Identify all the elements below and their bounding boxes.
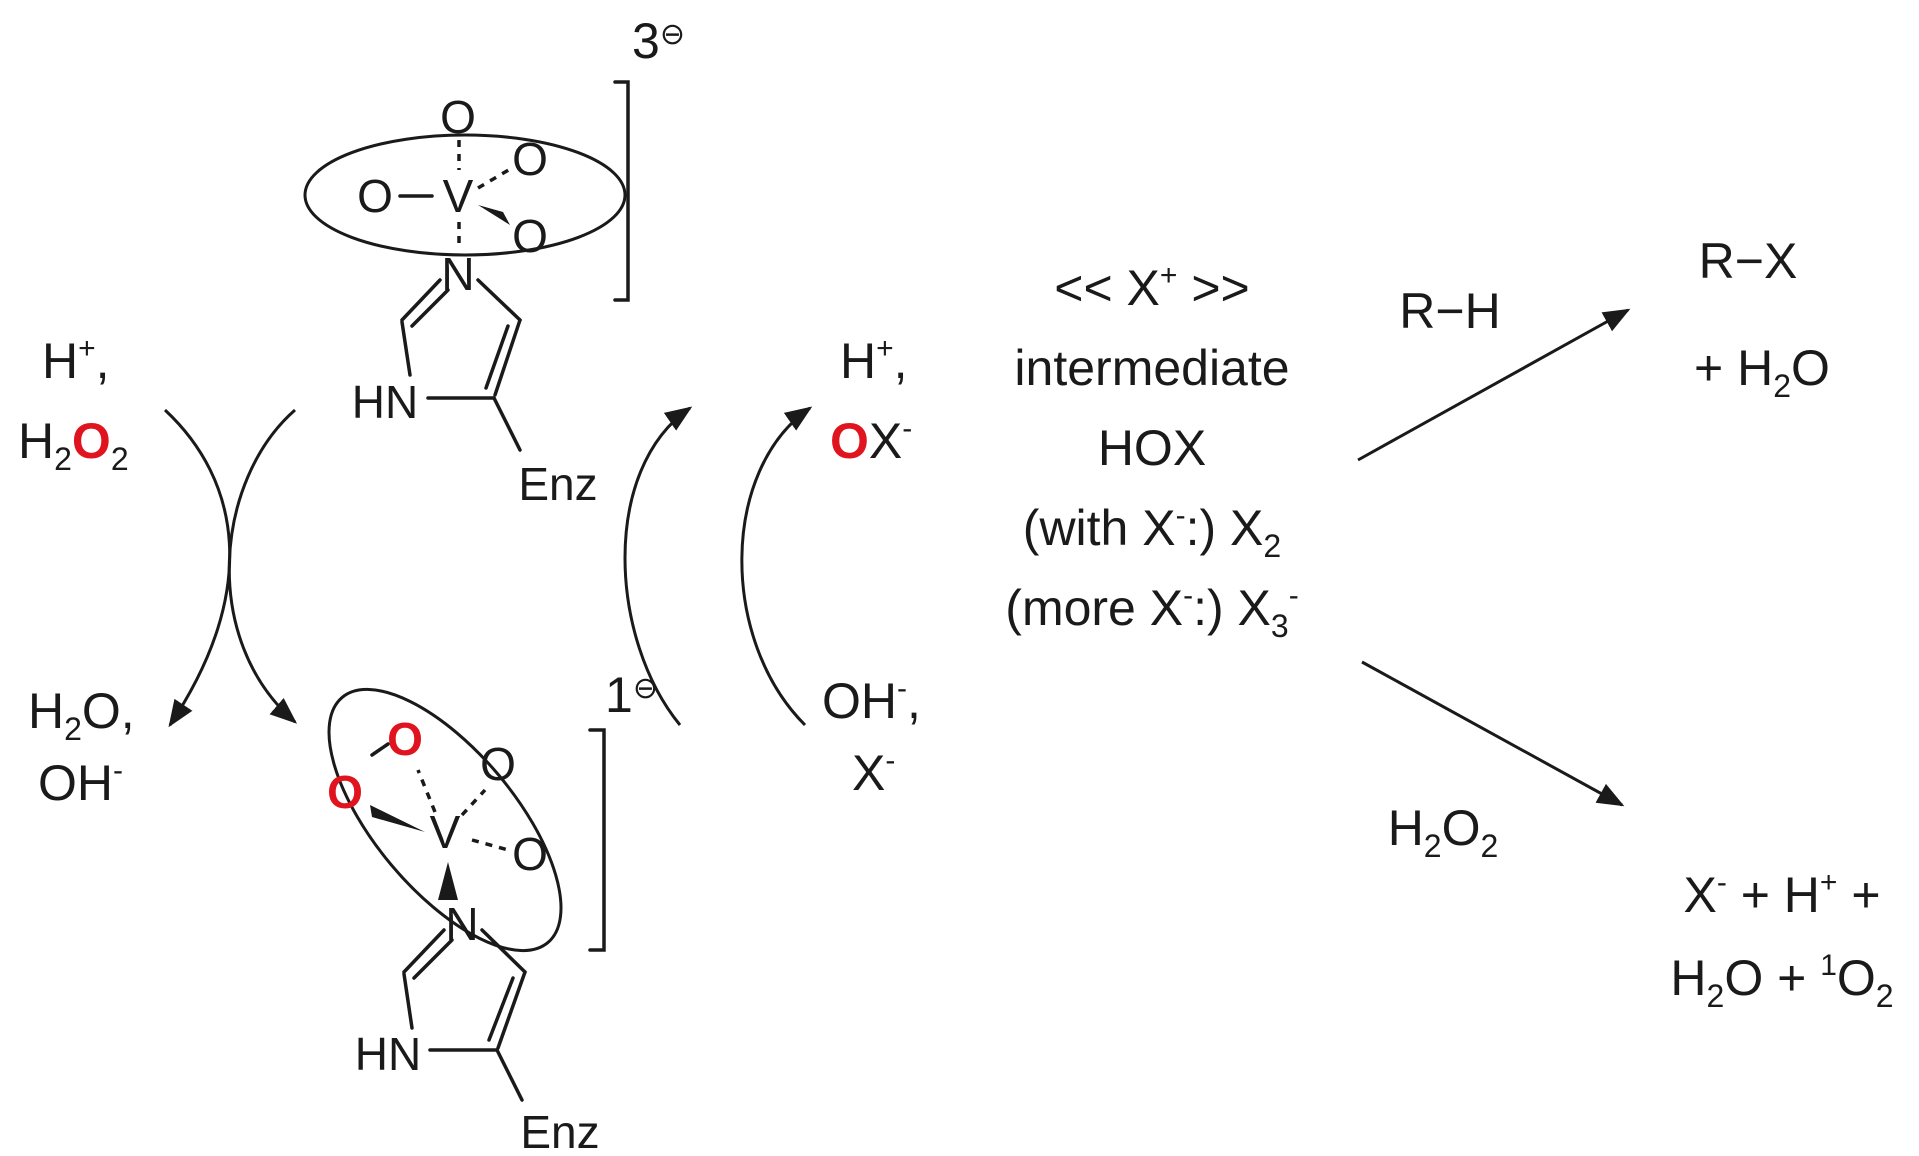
atom-o-left: O [357, 170, 393, 222]
charge-label-bottom: 1⊖ [605, 667, 658, 723]
intermediate-line4: (with X-:) X2 [1023, 499, 1281, 564]
upper-reagent: R−H [1399, 283, 1500, 339]
atom-o-lower: O [512, 210, 548, 262]
right-reagents: H+, OX- OH-, X- [822, 332, 921, 801]
ring-n-c2-double-bottom [412, 938, 454, 980]
left-in-line1: H+, [42, 332, 110, 389]
ring-c4-c5-bottom [496, 970, 527, 1050]
bond-c5-enz-bottom [495, 1048, 524, 1102]
left-out-line1: H2O, [28, 683, 135, 747]
right-cycle-arrow-to-complex [623, 406, 693, 726]
ring-n-c4 [476, 278, 522, 322]
atom-o-top-bottom: O [480, 738, 516, 790]
vanadate-complex-top: O O O V O N HN Enz 3⊖ [303, 13, 685, 510]
ring-c4-c5 [493, 318, 522, 397]
bond-v-o-right [477, 166, 513, 190]
left-cycle-arrow-to-water [163, 408, 232, 728]
intermediate-line2: intermediate [1014, 340, 1289, 396]
ring-n-c4-bottom [480, 928, 527, 974]
atom-enz-bottom: Enz [520, 1106, 599, 1156]
right-in-line2: X- [852, 744, 895, 801]
wedge-v-o-peroxo-left [370, 805, 425, 832]
intermediate-line3: HOX [1098, 420, 1206, 476]
charge-label-top: 3⊖ [632, 13, 685, 69]
charge-bracket-bottom [588, 728, 606, 952]
atom-o-peroxo-top: O [387, 713, 423, 765]
atom-hn-bottom: HN [355, 1028, 421, 1080]
wedge-v-n-bottom [438, 862, 458, 900]
right-out-line2: OX- [830, 412, 912, 469]
charge-bracket-top [613, 80, 630, 302]
upper-arrow [1357, 308, 1631, 462]
ring-n-c2 [400, 278, 442, 322]
atom-o-top: O [440, 91, 476, 143]
atom-o-right: O [512, 133, 548, 185]
peroxovanadate-complex-bottom: O O O V O N HN Enz 1⊖ [327, 667, 658, 1156]
atom-hn: HN [352, 376, 418, 428]
ring-c4-c5-double-bottom [487, 976, 515, 1042]
bond-c5-enz [492, 396, 522, 452]
atom-enz: Enz [518, 458, 597, 510]
intermediate-line5: (more X-:) X3- [1005, 579, 1298, 644]
atom-v-bottom: V [430, 806, 461, 858]
peroxo-ellipse-bottom [327, 687, 563, 953]
right-out-line1: H+, [840, 332, 908, 389]
charge-minus-circle-bottom: ⊖ [633, 672, 658, 705]
ring-c2-hn [400, 320, 412, 377]
lower-product-2: H2O + 1O2 [1670, 949, 1893, 1014]
atom-o-right-bottom: O [512, 828, 548, 880]
intermediate-block: << X+ >> intermediate HOX (with X-:) X2 … [1005, 259, 1298, 644]
bond-v-o-peroxo-top [416, 769, 437, 813]
upper-product-1: R−X [1699, 233, 1798, 289]
bond-v-o-top [460, 788, 487, 817]
charge-minus-circle-top: ⊖ [660, 18, 685, 51]
lower-arrow [1361, 660, 1625, 807]
atom-o-peroxo-left: O [327, 766, 363, 818]
ring-c2-hn-bottom [402, 972, 414, 1030]
intermediate-line1: << X+ >> [1054, 259, 1249, 316]
right-in-line1: OH-, [822, 672, 921, 729]
bond-peroxo-o-o [370, 742, 390, 757]
bond-v-o-right-bottom [471, 838, 509, 852]
lower-reagent: H2O2 [1388, 800, 1499, 864]
vanadate-ellipse-top [303, 133, 627, 257]
lower-product-1: X- + H+ + [1683, 866, 1880, 923]
left-out-line2: OH- [38, 754, 123, 811]
left-reagents: H+, H2O2 H2O, OH- [18, 332, 135, 811]
ring-n-c2-double [410, 288, 450, 328]
ring-c4-c5-double [484, 324, 510, 390]
wedge-v-o-lower [478, 205, 510, 225]
upper-product-2: + H2O [1694, 340, 1830, 404]
right-cycle-arrow-to-hypohalite [740, 406, 813, 727]
left-cycle-arrow-to-peroxo [227, 408, 298, 724]
upper-path: R−H R−X + H2O [1357, 233, 1830, 462]
lower-path: H2O2 X- + H+ + H2O + 1O2 [1361, 660, 1894, 1014]
left-in-line2: H2O2 [18, 413, 129, 477]
atom-v: V [443, 170, 474, 222]
ring-n-c2-bottom [402, 928, 446, 974]
